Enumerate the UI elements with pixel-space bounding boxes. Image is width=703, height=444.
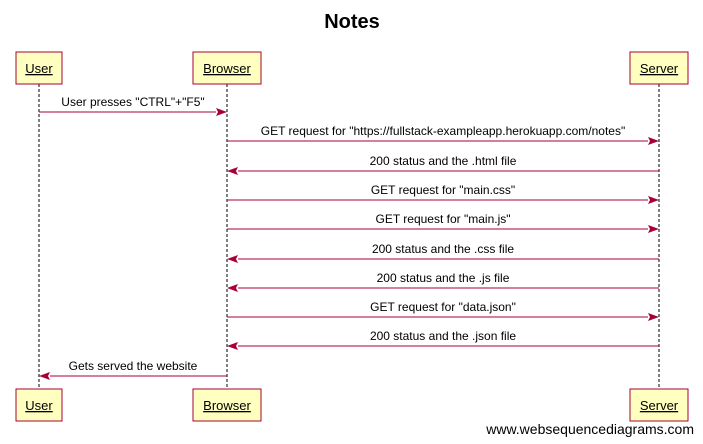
message-label: GET request for "data.json" — [370, 300, 516, 314]
message-label: Gets served the website — [69, 359, 198, 373]
arrowhead-icon — [227, 284, 238, 292]
participant-box — [192, 388, 262, 422]
participant-user-bottom: User — [15, 388, 63, 422]
message-3: 200 status and the .html file — [227, 154, 659, 175]
participant-label: Browser — [203, 61, 251, 76]
arrowhead-icon — [648, 196, 659, 204]
arrowhead-icon — [648, 225, 659, 233]
participant-label: User — [25, 61, 53, 76]
message-8: GET request for "data.json" — [227, 300, 659, 321]
arrowhead-icon — [227, 342, 238, 350]
participant-box — [192, 51, 262, 85]
participant-browser-top: Browser — [192, 51, 262, 85]
participant-box — [629, 388, 689, 422]
messages: User presses "CTRL"+"F5" GET request for … — [39, 95, 659, 380]
arrowhead-icon — [648, 137, 659, 145]
message-4: GET request for "main.css" — [227, 183, 659, 204]
message-label: 200 status and the .html file — [370, 154, 517, 168]
message-label: GET request for "https://fullstack-examp… — [261, 124, 625, 138]
message-2: GET request for "https://fullstack-examp… — [227, 124, 659, 145]
participant-box — [629, 51, 689, 85]
lifelines — [38, 84, 660, 389]
participant-label: Server — [640, 61, 679, 76]
message-10: Gets served the website — [39, 359, 227, 380]
message-label: 200 status and the .js file — [377, 271, 510, 285]
arrowhead-icon — [227, 167, 238, 175]
arrowhead-icon — [216, 108, 227, 116]
message-label: GET request for "main.js" — [375, 212, 510, 226]
diagram-title: Notes — [324, 11, 380, 33]
participant-browser-bottom: Browser — [192, 388, 262, 422]
arrowhead-icon — [648, 313, 659, 321]
message-label: User presses "CTRL"+"F5" — [61, 95, 204, 109]
message-9: 200 status and the .json file — [227, 329, 659, 350]
participant-server-top: Server — [629, 51, 689, 85]
participant-box — [15, 388, 63, 422]
participant-label: Browser — [203, 398, 251, 413]
message-label: 200 status and the .json file — [370, 329, 516, 343]
participant-box — [15, 51, 63, 85]
arrowhead-icon — [227, 255, 238, 263]
participant-label: User — [25, 398, 53, 413]
participant-server-bottom: Server — [629, 388, 689, 422]
message-5: GET request for "main.js" — [227, 212, 659, 233]
participant-label: Server — [640, 398, 679, 413]
credit-text: www.websequencediagrams.com — [485, 421, 694, 437]
message-6: 200 status and the .css file — [227, 242, 659, 263]
message-7: 200 status and the .js file — [227, 271, 659, 292]
message-label: 200 status and the .css file — [372, 242, 514, 256]
message-1: User presses "CTRL"+"F5" — [39, 95, 227, 116]
arrowhead-icon — [39, 372, 50, 380]
message-label: GET request for "main.css" — [371, 183, 515, 197]
participant-user-top: User — [15, 51, 63, 85]
